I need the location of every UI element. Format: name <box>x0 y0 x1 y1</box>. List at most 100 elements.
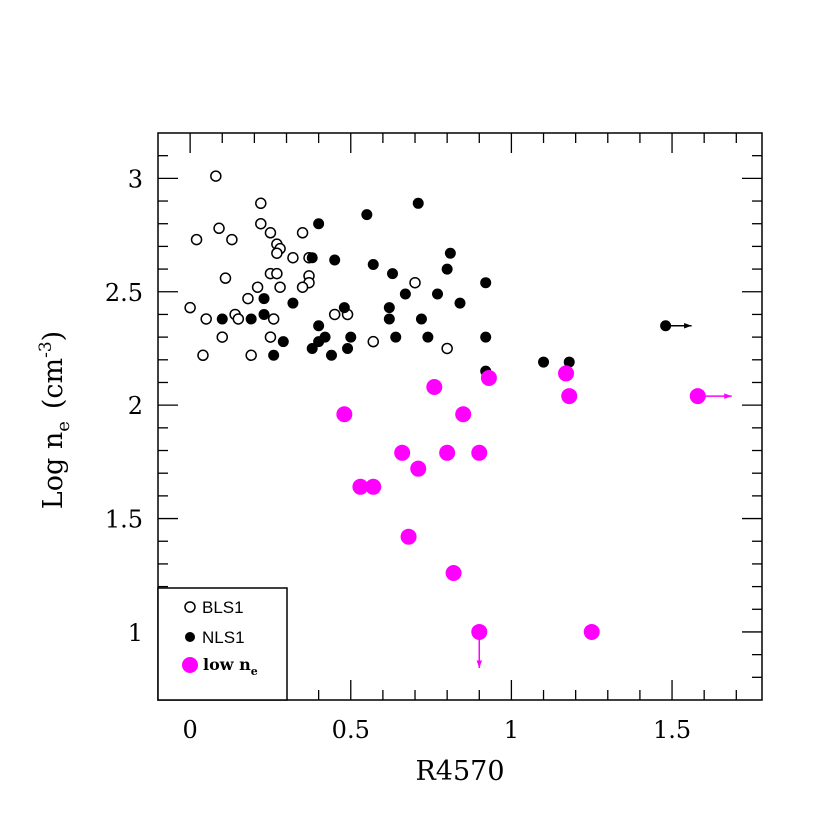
point-low-ne <box>410 460 427 477</box>
legend-marker-bls1 <box>184 601 196 613</box>
arrow-head <box>476 660 483 668</box>
y-tick-labels: 1 1.5 2 2.5 3 <box>105 165 143 647</box>
point-nls1 <box>480 277 492 289</box>
arrow-head <box>684 323 692 329</box>
point-nls1 <box>342 342 354 354</box>
point-bls1 <box>251 281 264 293</box>
point-low-ne <box>400 528 417 545</box>
point-nls1 <box>287 297 299 309</box>
x-tick-label: 1.5 <box>653 716 691 744</box>
y-axis-title: Log ne(cm-3) <box>36 331 74 509</box>
point-nls1 <box>412 197 424 209</box>
legend: BLS1 NLS1 low ne <box>157 587 288 701</box>
point-nls1 <box>338 302 350 314</box>
point-low-ne <box>445 564 462 581</box>
x-tick-label: 0.5 <box>332 716 370 744</box>
point-nls1 <box>383 313 395 325</box>
point-bls1 <box>190 233 203 246</box>
point-nls1 <box>390 331 402 343</box>
point-nls1 <box>329 254 341 266</box>
point-bls1 <box>274 281 286 293</box>
y-tick-label: 1.5 <box>105 506 143 534</box>
x-tick-label: 1 <box>504 716 519 744</box>
point-bls1 <box>409 276 421 289</box>
point-bls1 <box>216 331 229 343</box>
point-bls1 <box>255 197 267 210</box>
point-nls1 <box>432 288 444 300</box>
legend-box <box>157 587 288 701</box>
point-bls1 <box>213 222 225 235</box>
point-low-ne <box>426 379 443 396</box>
point-low-ne <box>480 369 497 386</box>
point-bls1 <box>197 349 209 362</box>
legend-label-low-ne: low ne <box>203 655 258 678</box>
point-nls1 <box>399 288 411 300</box>
y-tick-label: 2.5 <box>105 279 143 307</box>
point-nls1 <box>277 336 289 348</box>
legend-label-bls1: BLS1 <box>202 598 244 617</box>
arrow-head <box>724 393 732 399</box>
point-nls1 <box>563 356 575 368</box>
point-nls1 <box>258 308 270 320</box>
point-nls1 <box>268 349 280 361</box>
x-tick-labels: 0 0.5 1 1.5 <box>182 716 691 744</box>
point-nls1 <box>367 259 379 271</box>
point-bls1 <box>219 272 232 284</box>
point-bls1 <box>328 308 341 321</box>
point-bls1 <box>264 331 277 343</box>
legend-marker-nls1 <box>185 632 195 642</box>
y-tick-label: 2 <box>128 392 143 420</box>
point-bls1 <box>255 217 267 230</box>
point-low-ne <box>583 623 600 640</box>
point-nls1 <box>383 302 395 314</box>
point-bls1 <box>242 292 254 305</box>
point-low-ne <box>471 444 488 461</box>
legend-marker-low-ne <box>182 657 198 673</box>
point-nls1 <box>345 331 357 343</box>
point-low-ne <box>394 444 411 461</box>
point-low-ne <box>561 388 578 405</box>
point-nls1 <box>454 297 466 309</box>
point-bls1 <box>367 335 380 348</box>
y-tick-label: 1 <box>128 619 143 647</box>
point-nls1 <box>306 342 318 354</box>
point-nls1 <box>480 331 492 343</box>
y-axis-title-text: Log ne(cm-3) <box>36 331 74 509</box>
point-nls1 <box>441 263 453 275</box>
point-bls1 <box>245 349 257 362</box>
point-bls1 <box>232 313 245 325</box>
x-tick-label: 0 <box>182 716 197 744</box>
point-bls1 <box>271 247 283 259</box>
point-bls1 <box>287 251 299 264</box>
point-low-ne <box>439 444 456 461</box>
point-bls1 <box>267 313 280 325</box>
point-nls1 <box>325 349 337 361</box>
point-nls1 <box>444 247 456 259</box>
point-nls1 <box>313 320 325 332</box>
point-low-ne <box>352 478 369 495</box>
x-axis-title: R4570 <box>415 756 504 787</box>
point-bls1 <box>296 227 309 239</box>
plot-frame <box>157 132 763 701</box>
point-low-ne <box>455 406 472 423</box>
point-nls1 <box>245 313 257 325</box>
point-low-ne <box>365 478 382 495</box>
point-nls1 <box>258 293 270 305</box>
point-nls1 <box>387 268 399 280</box>
point-bls1 <box>296 281 309 293</box>
point-bls1 <box>264 227 277 239</box>
point-low-ne <box>336 406 353 423</box>
legend-label-nls1: NLS1 <box>202 628 245 647</box>
point-nls1 <box>313 218 325 230</box>
point-bls1 <box>441 342 453 355</box>
y-tick-label: 3 <box>128 165 143 193</box>
point-nls1 <box>415 313 427 325</box>
point-nls1 <box>422 331 434 343</box>
point-bls1 <box>210 170 222 182</box>
point-nls1 <box>361 209 373 221</box>
data-points <box>184 170 732 668</box>
point-bls1 <box>271 267 283 280</box>
point-bls1 <box>184 301 196 314</box>
point-bls1 <box>226 233 238 246</box>
